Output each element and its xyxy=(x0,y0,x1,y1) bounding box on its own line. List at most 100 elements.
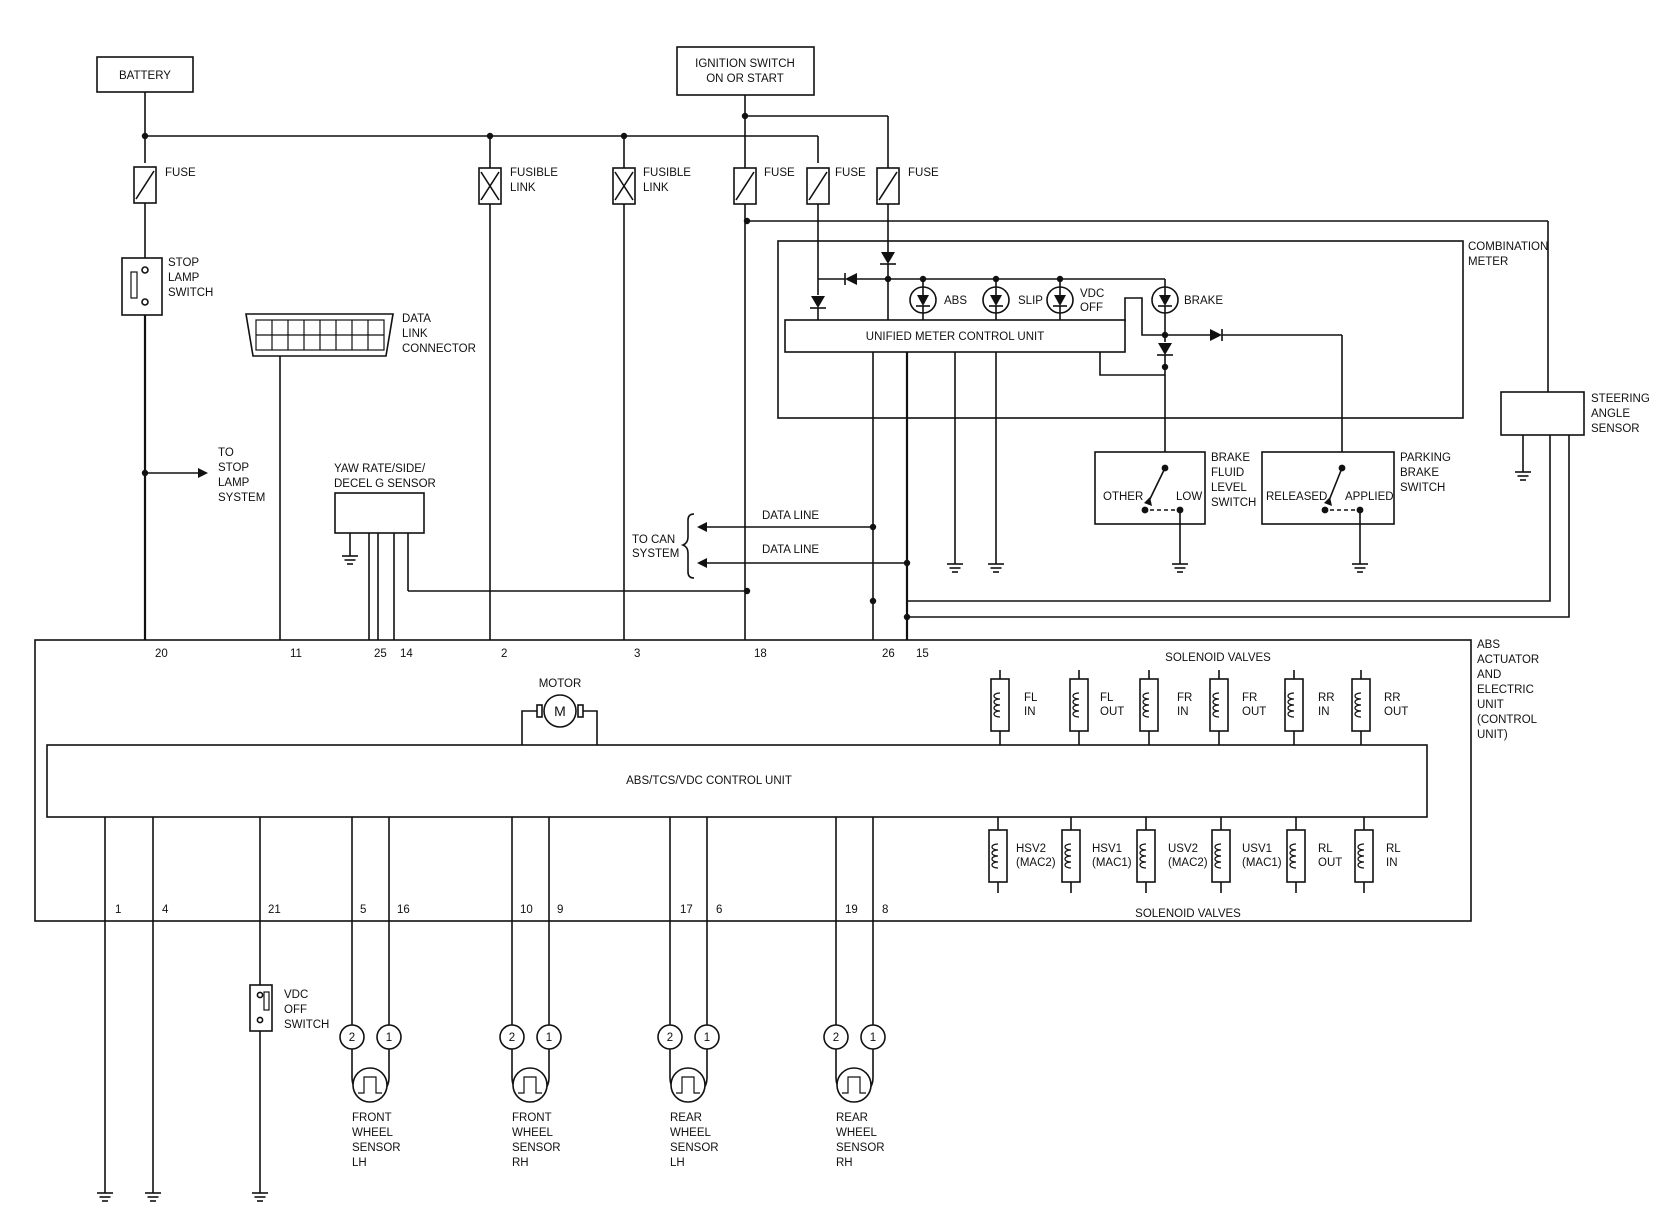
svg-text:REAR: REAR xyxy=(836,1112,868,1124)
parking-brake-switch: RELEASED APPLIED PARKING BRAKE SWITCH xyxy=(1261,451,1451,573)
combination-meter: COMBINATION METER ABS SLIP xyxy=(777,204,1548,745)
to-can-label-1: TO CAN xyxy=(632,534,675,546)
svg-text:IN: IN xyxy=(1318,706,1330,718)
svg-text:OUT: OUT xyxy=(1384,706,1408,718)
vdc-off-switch-label-1: VDC xyxy=(284,989,308,1001)
svg-text:WHEEL: WHEEL xyxy=(836,1127,878,1139)
svg-text:SENSOR: SENSOR xyxy=(670,1142,719,1154)
pin-15: 15 xyxy=(916,648,929,660)
svg-text:RL: RL xyxy=(1386,843,1401,855)
pin-20: 20 xyxy=(155,648,168,660)
solenoid-valves-top-label: SOLENOID VALVES xyxy=(1165,652,1271,664)
vdc-off-lamp-label-1: VDC xyxy=(1080,288,1104,300)
fusible-link-label-1: FUSIBLE xyxy=(510,167,558,179)
svg-text:FRONT: FRONT xyxy=(352,1112,392,1124)
yaw-sensor-label-2: DECEL G SENSOR xyxy=(334,478,436,490)
svg-text:USV2: USV2 xyxy=(1168,843,1198,855)
combination-meter-label-2: METER xyxy=(1468,256,1508,268)
solenoid-valves-bottom-label: SOLENOID VALVES xyxy=(1135,908,1241,920)
svg-text:WHEEL: WHEEL xyxy=(670,1127,712,1139)
svg-text:ACTUATOR: ACTUATOR xyxy=(1477,654,1539,666)
svg-text:RR: RR xyxy=(1318,692,1335,704)
svg-text:2: 2 xyxy=(833,1032,839,1044)
parking-brake-label-1: PARKING xyxy=(1400,452,1451,464)
stop-lamp-switch-label-3: SWITCH xyxy=(168,287,213,299)
svg-text:(MAC1): (MAC1) xyxy=(1242,857,1282,869)
stop-lamp-switch-label-2: LAMP xyxy=(168,272,200,284)
pin-11: 11 xyxy=(290,648,302,660)
battery-box xyxy=(96,56,194,93)
yaw-sensor-label-1: YAW RATE/SIDE/ xyxy=(334,463,426,475)
fuse-ignition-2: FUSE xyxy=(876,167,939,205)
svg-text:AND: AND xyxy=(1477,669,1501,681)
steering-label-2: ANGLE xyxy=(1591,408,1630,420)
svg-text:IN: IN xyxy=(1177,706,1189,718)
fusible-link-1: FUSIBLE LINK xyxy=(478,167,558,205)
svg-text:IN: IN xyxy=(1024,706,1036,718)
battery-bus xyxy=(141,92,819,168)
steering-label-3: SENSOR xyxy=(1591,423,1640,435)
pin-26: 26 xyxy=(882,648,895,660)
fuse-battery-meter: FUSE xyxy=(806,167,866,205)
pin-16: 16 xyxy=(397,904,410,916)
svg-text:HSV1: HSV1 xyxy=(1092,843,1122,855)
svg-text:STOP: STOP xyxy=(218,462,249,474)
pin-9: 9 xyxy=(557,904,563,916)
brake-fluid-label-3: LEVEL xyxy=(1211,482,1247,494)
ignition-label-line1: IGNITION SWITCH xyxy=(695,58,795,70)
stop-lamp-switch: STOP LAMP SWITCH xyxy=(121,203,213,745)
vdc-off-switch-label-3: SWITCH xyxy=(284,1019,329,1031)
svg-text:LH: LH xyxy=(670,1157,685,1169)
svg-text:FR: FR xyxy=(1177,692,1192,704)
ignition-label-line2: ON OR START xyxy=(706,73,784,85)
brake-lamp-label: BRAKE xyxy=(1184,295,1223,307)
svg-text:RH: RH xyxy=(512,1157,529,1169)
fuse-stop-lamp: FUSE xyxy=(133,166,196,204)
svg-text:(CONTROL: (CONTROL xyxy=(1477,714,1538,726)
data-line-label-2: DATA LINE xyxy=(762,544,819,556)
svg-text:UNIT: UNIT xyxy=(1477,699,1504,711)
valve-usv1: USV1(MAC1) xyxy=(1211,817,1282,893)
unified-meter-control-unit xyxy=(784,319,1126,353)
fuse-label: FUSE xyxy=(165,167,196,179)
valve-hsv1: HSV1(MAC1) xyxy=(1061,817,1132,893)
ignition-bus xyxy=(741,95,889,168)
brake-fluid-level-switch: OTHER LOW BRAKE FLUID LEVEL SWITCH xyxy=(1094,451,1256,573)
fusible-link-label-2: LINK xyxy=(643,182,669,194)
motor-label: MOTOR xyxy=(539,678,582,690)
wheel-sensor-icon xyxy=(512,1067,548,1103)
svg-text:(MAC2): (MAC2) xyxy=(1168,857,1208,869)
svg-text:SENSOR: SENSOR xyxy=(352,1142,401,1154)
svg-text:IN: IN xyxy=(1386,857,1398,869)
valve-usv2: USV2 (MAC2) xyxy=(1136,817,1208,893)
pin-17: 17 xyxy=(680,904,693,916)
can-system: TO CAN SYSTEM DATA LINE DATA LINE xyxy=(632,510,911,579)
ground-wires xyxy=(96,817,162,1202)
to-can-label-2: SYSTEM xyxy=(632,548,679,560)
pin-6: 6 xyxy=(716,904,722,916)
svg-text:TO: TO xyxy=(218,447,234,459)
svg-text:1: 1 xyxy=(546,1032,552,1044)
brake-fluid-label-4: SWITCH xyxy=(1211,497,1256,509)
svg-text:OUT: OUT xyxy=(1318,857,1342,869)
svg-text:2: 2 xyxy=(667,1032,673,1044)
pin-10: 10 xyxy=(520,904,533,916)
fuse-label: FUSE xyxy=(835,167,866,179)
svg-text:M: M xyxy=(554,703,566,719)
pin-19: 19 xyxy=(845,904,858,916)
steering-angle-sensor: STEERING ANGLE SENSOR xyxy=(869,391,1650,621)
combination-meter-label-1: COMBINATION xyxy=(1468,241,1548,253)
pump-motor: MOTOR M xyxy=(521,678,598,745)
fusible-link-2: FUSIBLE LINK xyxy=(612,167,691,205)
svg-text:2: 2 xyxy=(349,1032,355,1044)
fuse-label: FUSE xyxy=(764,167,795,179)
svg-text:LAMP: LAMP xyxy=(218,477,250,489)
actuator-label: ABS ACTUATOR AND ELECTRIC UNIT (CONTROL … xyxy=(1477,639,1539,741)
